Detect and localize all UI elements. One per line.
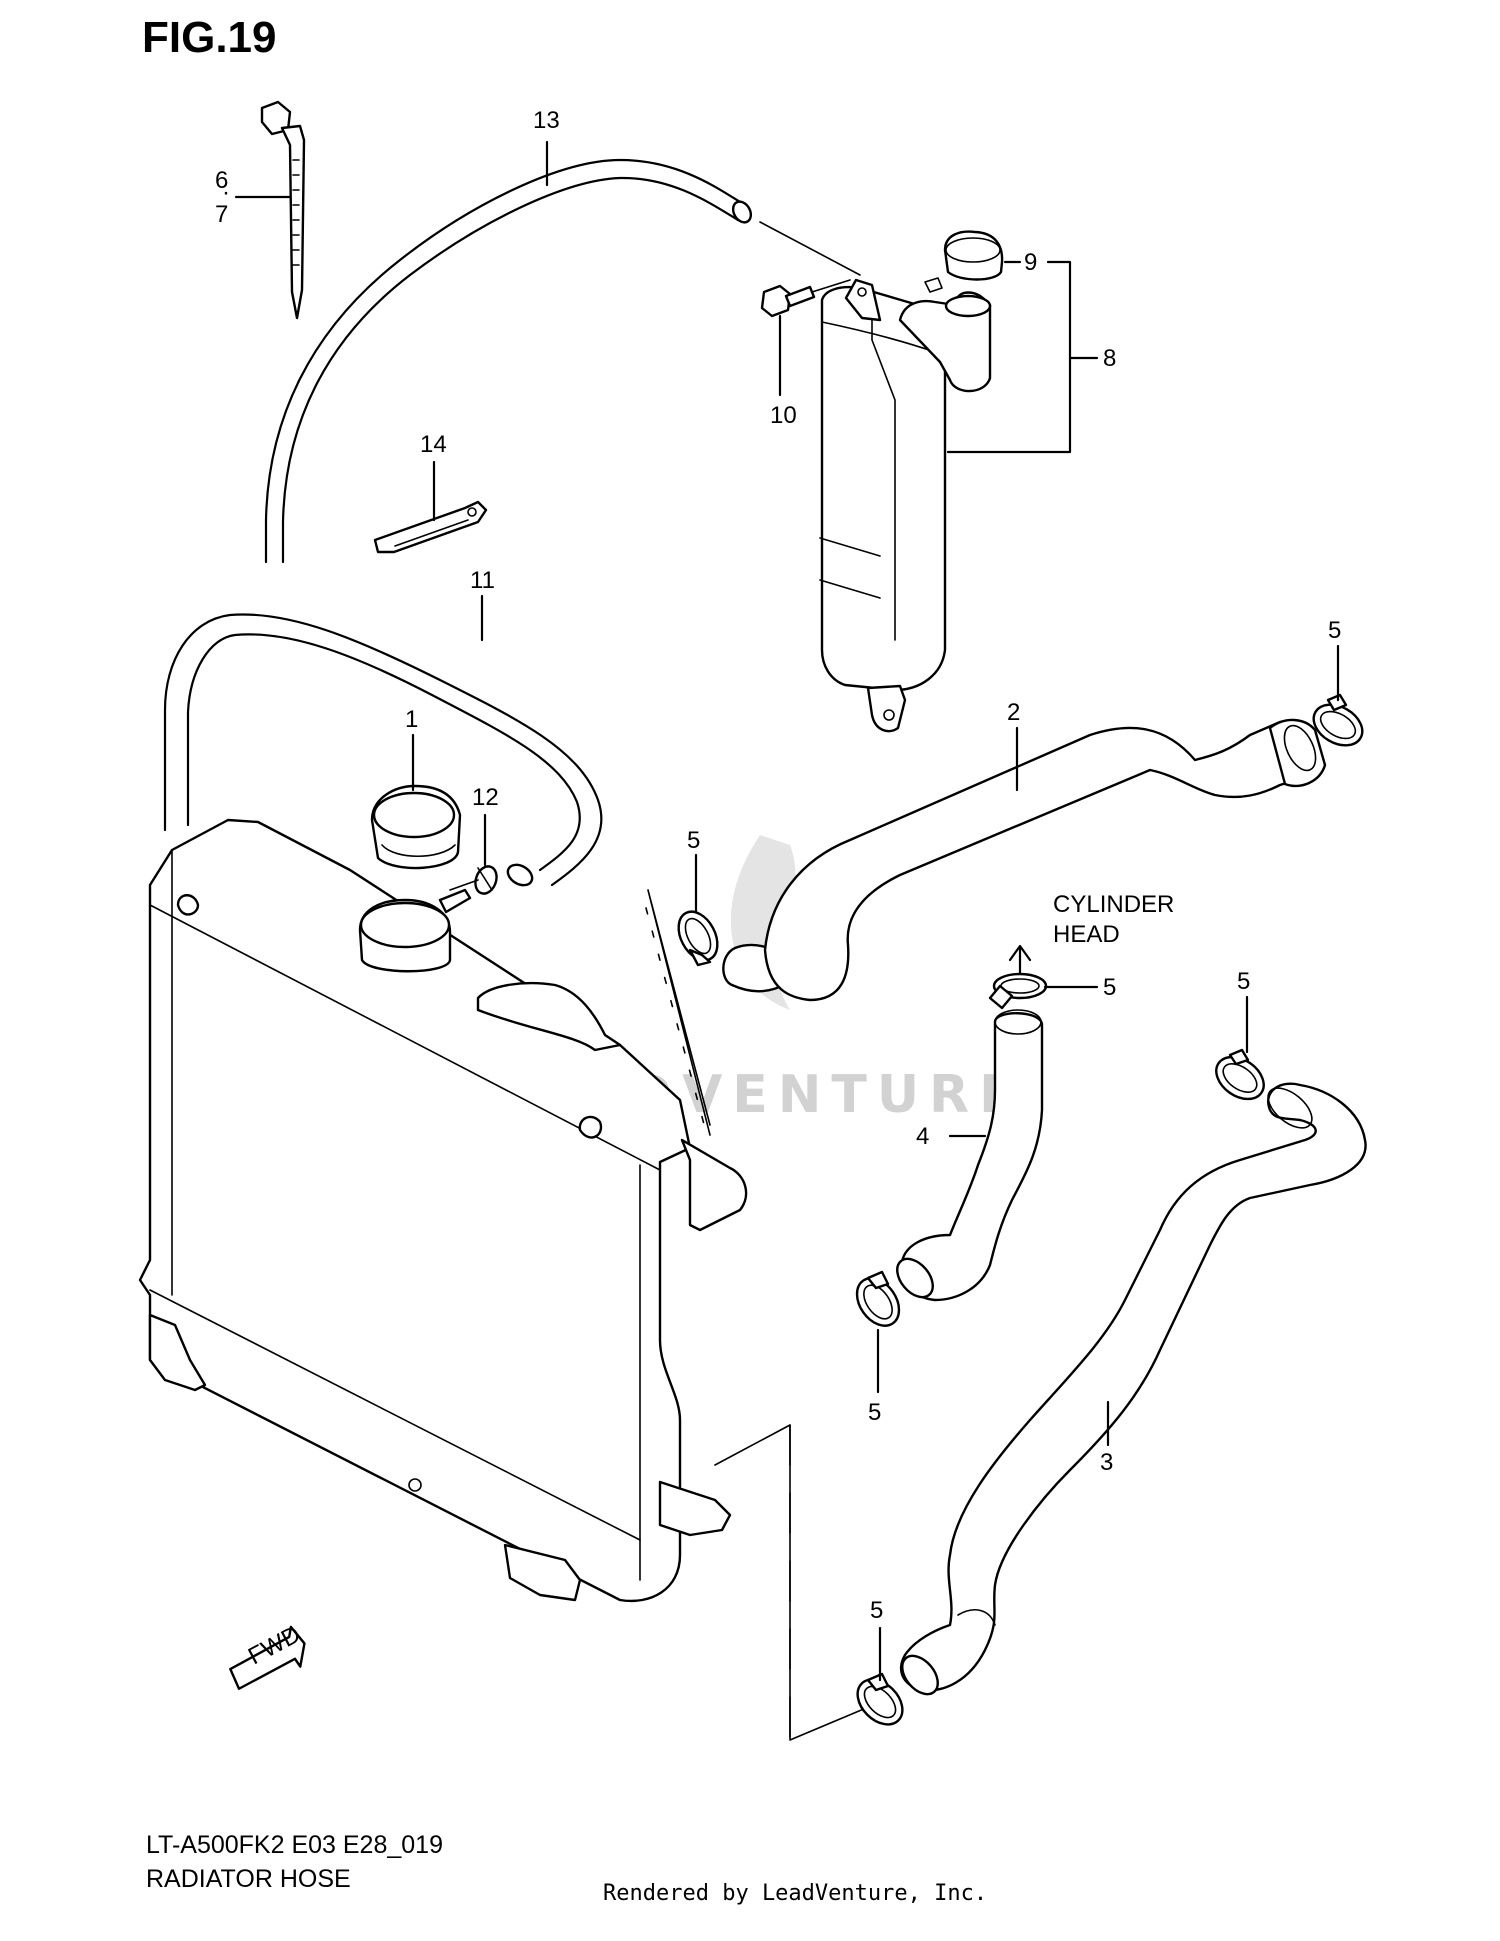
part-5-clamp-b[interactable] bbox=[1306, 693, 1369, 754]
callout-13[interactable]: 13 bbox=[533, 107, 560, 134]
connector-3 bbox=[714, 1424, 879, 1741]
callout-dot: · bbox=[222, 179, 230, 206]
callout-5c[interactable]: 5 bbox=[1103, 974, 1116, 1001]
direction-note: CYLINDER HEAD bbox=[1008, 891, 1174, 1000]
up-arrow-icon bbox=[1008, 944, 1032, 962]
part-5-clamp-f[interactable] bbox=[849, 1671, 911, 1733]
callout-4[interactable]: 4 bbox=[916, 1123, 929, 1150]
callout-8[interactable]: 8 bbox=[1103, 345, 1116, 372]
part-8-reservoir-tank[interactable] bbox=[819, 277, 992, 733]
callout-7[interactable]: 7 bbox=[215, 201, 228, 228]
part-5-clamp-c[interactable] bbox=[988, 972, 1048, 1010]
connector-12 bbox=[449, 879, 479, 891]
callout-11[interactable]: 11 bbox=[470, 567, 495, 594]
model-code: LT-A500FK2 E03 E28_019 bbox=[146, 1831, 443, 1859]
part-14-clamp-plate[interactable] bbox=[373, 500, 488, 554]
part-2-hose[interactable] bbox=[722, 718, 1327, 1002]
callout-5d[interactable]: 5 bbox=[868, 1399, 881, 1426]
callout-5f[interactable]: 5 bbox=[870, 1597, 883, 1624]
callout-2[interactable]: 2 bbox=[1007, 699, 1020, 726]
callout-10[interactable]: 10 bbox=[770, 402, 797, 429]
callout-5a[interactable]: 5 bbox=[687, 827, 700, 854]
callout-3[interactable]: 3 bbox=[1100, 1449, 1113, 1476]
part-3-hose[interactable] bbox=[895, 1081, 1367, 1701]
cylinder-head-label-line1: CYLINDER bbox=[1053, 891, 1174, 918]
callout-12[interactable]: 12 bbox=[472, 784, 499, 811]
fwd-arrow-icon: FWD bbox=[229, 1621, 306, 1690]
callout-6[interactable]: 6 bbox=[215, 167, 228, 194]
part-13-overflow-hose[interactable] bbox=[264, 158, 754, 564]
callout-9[interactable]: 9 bbox=[1024, 249, 1037, 276]
radiator bbox=[138, 818, 748, 1603]
figure-title: FIG.19 bbox=[142, 13, 277, 62]
connector-radiator-2 bbox=[647, 889, 711, 1136]
connector-13-to-reservoir bbox=[759, 221, 861, 276]
part-10-bolt[interactable] bbox=[760, 279, 851, 318]
rendered-by: Rendered by LeadVenture, Inc. bbox=[603, 1881, 987, 1906]
part-6-7-cable-tie[interactable] bbox=[260, 100, 306, 320]
cylinder-head-label-line2: HEAD bbox=[1053, 921, 1120, 948]
part-5-clamp-a[interactable] bbox=[671, 905, 725, 967]
callout-1[interactable]: 1 bbox=[405, 706, 418, 733]
part-1-radiator-cap[interactable] bbox=[370, 784, 462, 870]
part-5-clamp-d[interactable] bbox=[848, 1270, 907, 1333]
part-4-hose[interactable] bbox=[890, 1009, 1044, 1304]
callout-5e[interactable]: 5 bbox=[1237, 968, 1250, 995]
callout-14[interactable]: 14 bbox=[420, 431, 447, 458]
section-title: RADIATOR HOSE bbox=[146, 1865, 351, 1893]
callout-5b[interactable]: 5 bbox=[1328, 617, 1341, 644]
part-12-clip[interactable] bbox=[472, 863, 500, 896]
part-5-clamp-e[interactable] bbox=[1208, 1048, 1271, 1107]
part-11-hose[interactable] bbox=[163, 613, 603, 889]
part-9-reservoir-cap[interactable] bbox=[943, 230, 1004, 281]
